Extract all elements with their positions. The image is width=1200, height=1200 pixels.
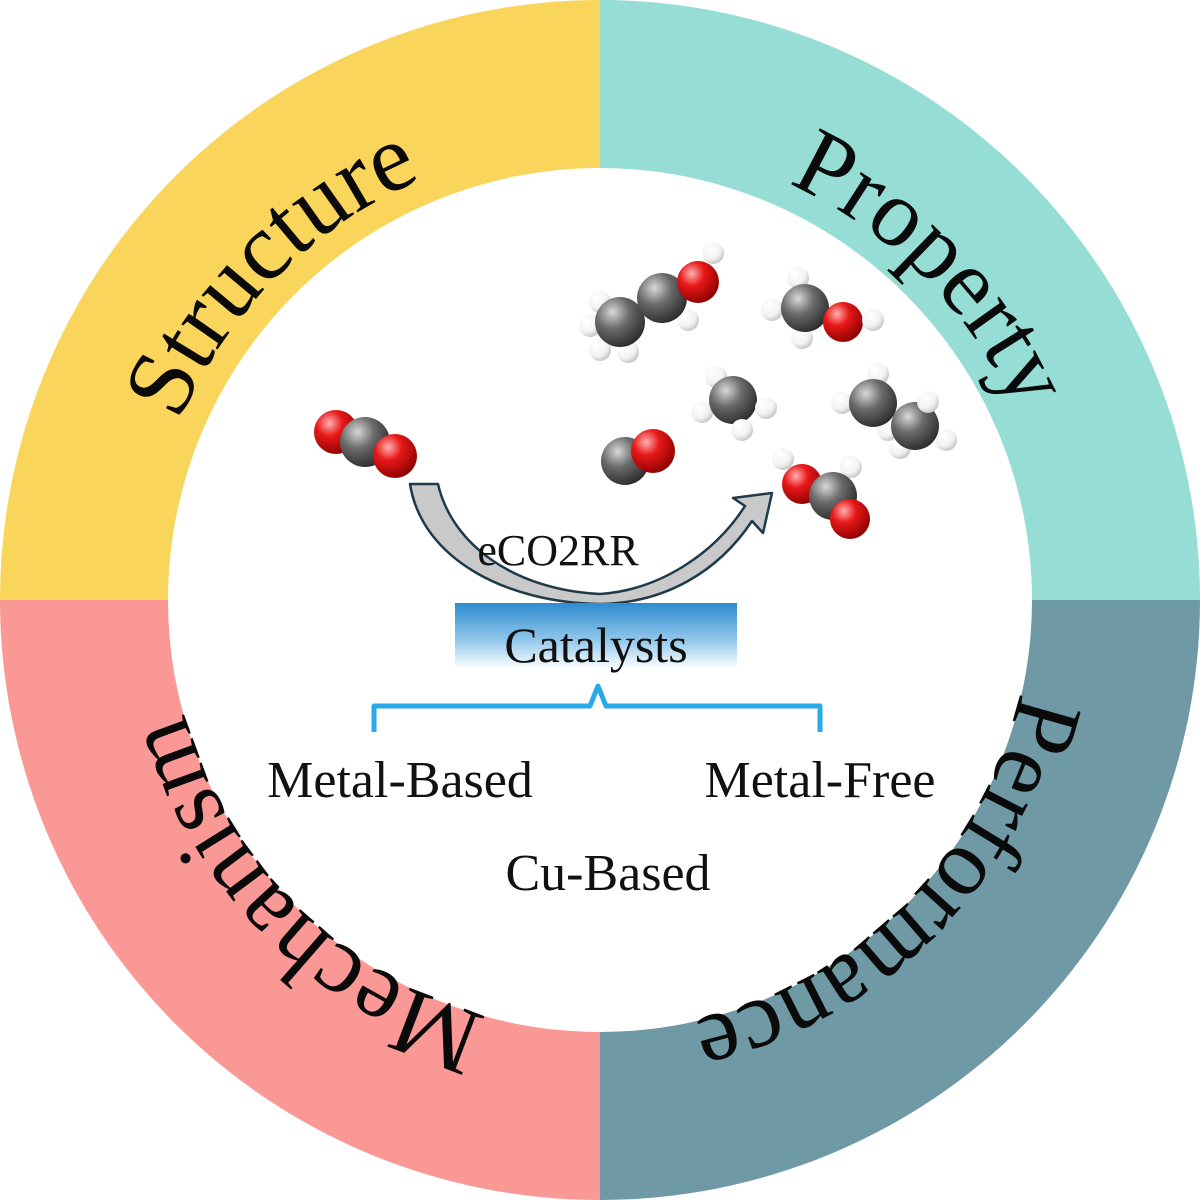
branch-metal-based: Metal-Based bbox=[267, 752, 533, 809]
hydrogen-atom bbox=[772, 448, 794, 470]
molecule-carbon-dioxide bbox=[314, 410, 417, 478]
carbon-atom bbox=[595, 297, 645, 347]
hydrogen-atom bbox=[787, 267, 809, 289]
catalysts-label: Catalysts bbox=[504, 617, 687, 673]
hydrogen-atom bbox=[677, 309, 699, 331]
oxygen-atom bbox=[830, 499, 870, 539]
molecule-formic-acid bbox=[772, 448, 870, 539]
hydrogen-atom bbox=[935, 429, 957, 451]
catalyst-bar bbox=[455, 603, 737, 669]
hydrogen-atom bbox=[691, 401, 713, 423]
reaction-label: eCO2RR bbox=[477, 526, 639, 575]
oxygen-atom bbox=[631, 429, 675, 473]
hydrogen-atom bbox=[831, 392, 853, 414]
carbon-atom bbox=[781, 284, 829, 332]
catalyst-brace bbox=[371, 683, 823, 732]
branch-cu-based: Cu-Based bbox=[505, 845, 710, 902]
reaction-arrow bbox=[408, 482, 774, 606]
carbon-atom bbox=[709, 376, 757, 424]
hydrogen-atom bbox=[791, 327, 813, 349]
hydrogen-atom bbox=[755, 397, 777, 419]
carbon-atom bbox=[637, 273, 687, 323]
oxygen-atom bbox=[823, 302, 863, 342]
carbon-atom bbox=[849, 379, 897, 427]
molecule-methane bbox=[691, 366, 777, 441]
hydrogen-atom bbox=[761, 299, 783, 321]
hydrogen-atom bbox=[589, 339, 611, 361]
hydrogen-atom bbox=[840, 456, 862, 478]
molecule-methanol bbox=[761, 267, 884, 349]
hydrogen-atom bbox=[862, 309, 884, 331]
oxygen-atom bbox=[677, 261, 719, 303]
oxygen-atom bbox=[373, 434, 417, 478]
hydrogen-atom bbox=[731, 419, 753, 441]
hydrogen-atom bbox=[702, 242, 724, 264]
hydrogen-atom bbox=[917, 391, 939, 413]
molecule-ethane bbox=[831, 363, 957, 459]
molecule-ethanol bbox=[579, 242, 724, 363]
carbon-atom bbox=[891, 402, 939, 450]
molecule-carbon-monoxide bbox=[601, 429, 675, 485]
branch-metal-free: Metal-Free bbox=[704, 752, 935, 809]
